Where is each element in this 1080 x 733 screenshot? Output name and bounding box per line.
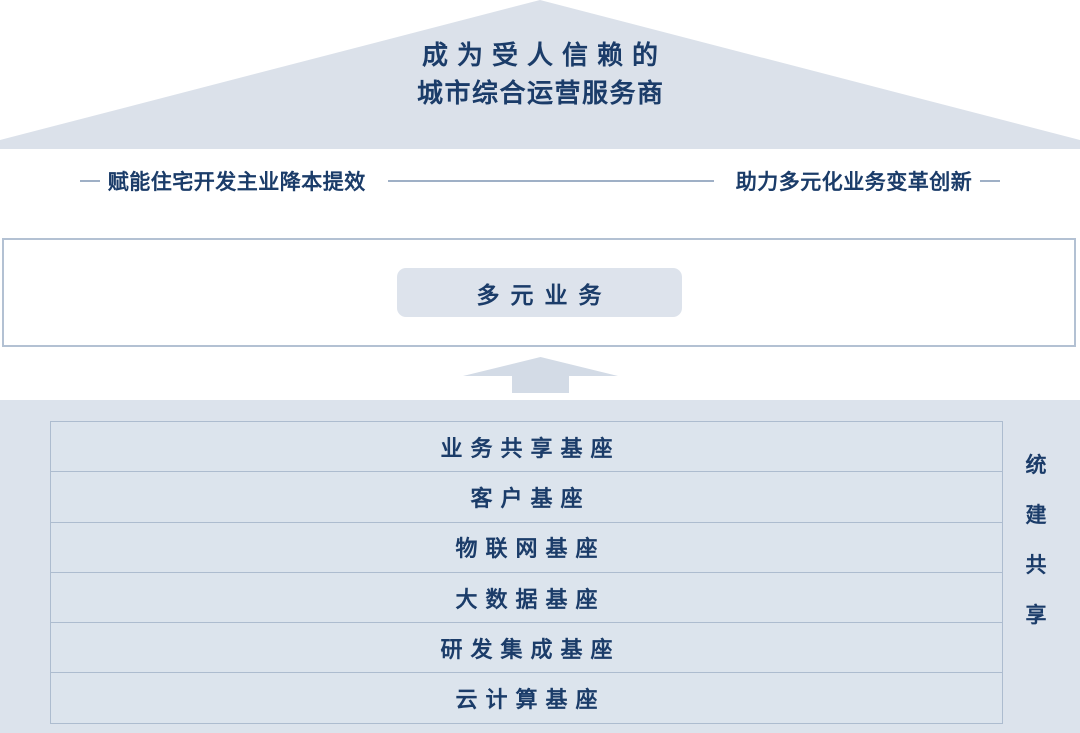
base-layer-stack: 业务共享基座 客户基座 物联网基座 大数据基座 研发集成基座 云计算基座 (50, 421, 1003, 724)
caption-right-text: 助力多元化业务变革创新 (735, 171, 973, 194)
diverse-business-container: 多元业务 (2, 238, 1076, 347)
base-layer-label: 物联网基座 (455, 536, 606, 562)
base-layer-label: 大数据基座 (455, 586, 606, 612)
unified-label-char: 共 (1025, 554, 1047, 577)
base-platform: 业务共享基座 客户基座 物联网基座 大数据基座 研发集成基座 云计算基座 (0, 400, 1080, 733)
base-layer-row[interactable]: 客户基座 (50, 471, 1003, 523)
vision-line-1: 成为受人信赖的 (421, 40, 667, 71)
roof-section: 成为受人信赖的 城市综合运营服务商 (0, 0, 1080, 149)
roof-triangle-shape (0, 0, 1080, 149)
vision-line-2: 城市综合运营服务商 (416, 78, 665, 108)
base-layer-label: 云计算基座 (455, 687, 606, 713)
diverse-business-label: 多元业务 (476, 281, 613, 308)
diverse-business-pill[interactable]: 多元业务 (396, 268, 682, 317)
base-layer-row[interactable]: 云计算基座 (50, 672, 1003, 724)
base-layer-row[interactable]: 物联网基座 (50, 521, 1003, 574)
rule-left-dash (79, 180, 100, 182)
base-layer-label: 业务共享基座 (440, 435, 621, 461)
unified-build-share-label: 统 建 共 享 (1016, 455, 1056, 626)
unified-label-char: 建 (1025, 504, 1047, 527)
caption-left-text: 赋能住宅开发主业降本提效 (107, 171, 366, 194)
unified-label-char: 统 (1025, 454, 1047, 477)
unified-label-char: 享 (1025, 604, 1047, 627)
rule-middle-line (387, 180, 714, 182)
roof-title-block: 成为受人信赖的 城市综合运营服务商 (0, 0, 1080, 149)
rule-right-dash (980, 180, 1001, 182)
base-layer-label: 客户基座 (470, 486, 591, 512)
base-layer-label: 研发集成基座 (440, 636, 621, 662)
caption-band: 赋能住宅开发主业降本提效 助力多元化业务变革创新 (0, 158, 1080, 204)
base-layer-row[interactable]: 大数据基座 (50, 571, 1003, 624)
base-layer-row[interactable]: 业务共享基座 (50, 421, 1003, 473)
base-layer-row[interactable]: 研发集成基座 (50, 622, 1003, 674)
up-arrow-icon (463, 355, 618, 393)
